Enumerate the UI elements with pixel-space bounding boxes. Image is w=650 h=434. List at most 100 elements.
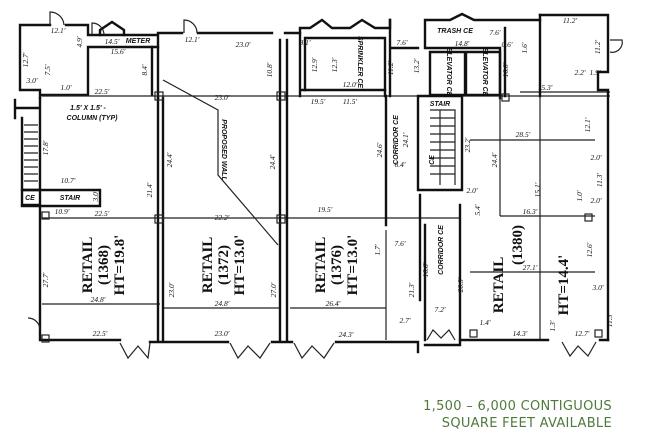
dimension-label: 0.6' bbox=[502, 40, 513, 49]
retail-unit-height: HT=13.0' bbox=[232, 235, 248, 296]
dimension-label: 15.1' bbox=[533, 182, 542, 197]
dimension-label: 11.2' bbox=[563, 16, 578, 25]
dimension-label: 23.0' bbox=[215, 329, 230, 338]
dimension-label: 14.3' bbox=[513, 329, 528, 338]
dimension-label: 1.7' bbox=[373, 244, 382, 255]
dimension-label: 11.3' bbox=[595, 173, 604, 188]
dimension-label: 2.7' bbox=[400, 316, 411, 325]
room-label: CE bbox=[25, 195, 35, 202]
room-label: TRASH CE bbox=[437, 28, 473, 35]
dimension-label: 3.0' bbox=[592, 283, 604, 292]
retail-unit-height: HT=13.0' bbox=[345, 235, 361, 296]
room-label: SPRINKLER CE bbox=[356, 36, 363, 88]
dimension-label: 28.5' bbox=[516, 130, 531, 139]
room-label: CORRIDOR CE bbox=[438, 225, 445, 275]
dimension-label: 10.9' bbox=[55, 207, 70, 216]
dimension-label: 27.7' bbox=[41, 272, 50, 287]
dimension-label: 11.3' bbox=[605, 313, 614, 328]
dimension-label: 10.7' bbox=[61, 176, 76, 185]
dimension-label: 23.2' bbox=[463, 137, 472, 152]
room-label: ELEVATOR CE bbox=[445, 48, 452, 97]
dimension-label: 11.5' bbox=[343, 97, 358, 106]
dimension-label: 20.3' bbox=[456, 277, 465, 292]
dimension-label: 12.3' bbox=[330, 57, 339, 72]
room-label: STAIR bbox=[430, 101, 450, 108]
dimension-label: 8.1' bbox=[300, 38, 311, 47]
room-label: ELEVATOR CE bbox=[481, 48, 488, 97]
dimension-label: 1.9' bbox=[590, 68, 601, 77]
dimension-label: 23.0' bbox=[215, 93, 230, 102]
dimension-label: 21.3' bbox=[407, 282, 416, 297]
dimension-label: 12.7' bbox=[21, 52, 30, 67]
dimension-label: 2.0' bbox=[591, 153, 602, 162]
dimension-label: 27.0' bbox=[269, 282, 278, 297]
dimension-label: 2.2' bbox=[575, 68, 586, 77]
dimension-label: 12.1' bbox=[51, 26, 66, 35]
dimension-label: 24.4' bbox=[268, 154, 277, 169]
dimension-label: 22.5' bbox=[95, 209, 110, 218]
dimension-label: 23.0' bbox=[236, 40, 251, 49]
dimension-label: 21.4' bbox=[145, 182, 154, 197]
retail-unit-number: (1376) bbox=[329, 245, 345, 285]
dimension-label: 12.1' bbox=[185, 35, 200, 44]
dimension-label: 10.8' bbox=[265, 62, 274, 77]
dimension-label: 3.0' bbox=[26, 76, 38, 85]
room-label: PROPOSED WALL bbox=[220, 119, 227, 180]
dimension-label: 7.6' bbox=[395, 239, 406, 248]
dimension-label: 23.0' bbox=[167, 282, 176, 297]
dimension-label: 22.2' bbox=[215, 213, 230, 222]
dimension-label: 12.7' bbox=[575, 329, 590, 338]
dimension-label: 15.6' bbox=[111, 47, 126, 56]
dimension-label: 6.4' bbox=[395, 160, 406, 169]
dimension-label: 26.4' bbox=[326, 299, 341, 308]
dimension-label: 1.6' bbox=[520, 42, 529, 53]
dimension-label: 12.6' bbox=[585, 242, 594, 257]
dimension-label: 5.4' bbox=[473, 204, 482, 215]
room-label: COLUMN (TYP) bbox=[67, 115, 119, 122]
retail-unit-number: (1380) bbox=[510, 225, 526, 265]
retail-unit-label: RETAIL bbox=[80, 237, 96, 293]
dimension-label: 7.5' bbox=[43, 64, 52, 75]
dimension-label: 24.8' bbox=[91, 295, 106, 304]
dimension-label: 22.5' bbox=[95, 87, 110, 96]
retail-unit-height: HT=19.8' bbox=[112, 235, 128, 296]
dimension-label: 24.3' bbox=[339, 330, 354, 339]
dimension-label: 11.2' bbox=[593, 40, 602, 55]
dimension-label: 11.2' bbox=[386, 61, 395, 76]
dimension-label: 27.1' bbox=[523, 263, 538, 272]
room-label: 1.5' X 1.5' - bbox=[70, 105, 106, 112]
availability-caption: 1,500 – 6,000 CONTIGUOUS SQUARE FEET AVA… bbox=[423, 398, 612, 432]
dimension-label: 2.0' bbox=[591, 196, 602, 205]
dimension-label: 1.0' bbox=[61, 83, 72, 92]
dimension-label: 8.4' bbox=[140, 64, 149, 75]
dimension-label: 19.5' bbox=[311, 97, 326, 106]
dimension-label: 16.3' bbox=[523, 207, 538, 216]
retail-unit-label: RETAIL bbox=[313, 237, 329, 293]
dimension-label: 1.3' bbox=[548, 320, 557, 331]
retail-unit-number: (1372) bbox=[216, 245, 232, 285]
dimension-label: 24.4' bbox=[490, 152, 499, 167]
retail-unit-label: RETAIL bbox=[200, 237, 216, 293]
dimension-label: 15.3' bbox=[538, 83, 553, 92]
dimension-label: 22.5' bbox=[93, 329, 108, 338]
retail-unit-height: HT=14.4' bbox=[556, 255, 572, 316]
dimension-label: 14.5' bbox=[105, 37, 120, 46]
dimension-label: 12.1' bbox=[583, 117, 592, 132]
dimension-labels: 12.1' 4.9' 14.5'15.6' 12.7' 7.5' 3.0' 1.0' 22.5… bbox=[21, 16, 614, 339]
dimension-label: 13.2' bbox=[412, 58, 421, 73]
dimension-label: 1.0' bbox=[575, 190, 584, 201]
dimension-label: 24.4' bbox=[165, 152, 174, 167]
dimension-label: 1.4' bbox=[480, 318, 491, 327]
dimension-label: 12.9' bbox=[310, 57, 319, 72]
dimension-label: 16.6' bbox=[421, 262, 430, 277]
dimension-label: 4.9' bbox=[75, 36, 84, 47]
room-label: STAIR bbox=[60, 195, 80, 202]
room-labels: METER SPRINKLER CE TRASH CE ELEVATOR CE ELEV… bbox=[25, 28, 488, 275]
dimension-label: 7.6' bbox=[490, 28, 501, 37]
retail-unit-label: RETAIL bbox=[491, 257, 507, 313]
dimension-label: 3.0' bbox=[91, 190, 100, 202]
dimension-label: 12.0' bbox=[343, 80, 358, 89]
dimension-label: 7.2' bbox=[435, 305, 446, 314]
room-label: METER bbox=[126, 38, 151, 45]
